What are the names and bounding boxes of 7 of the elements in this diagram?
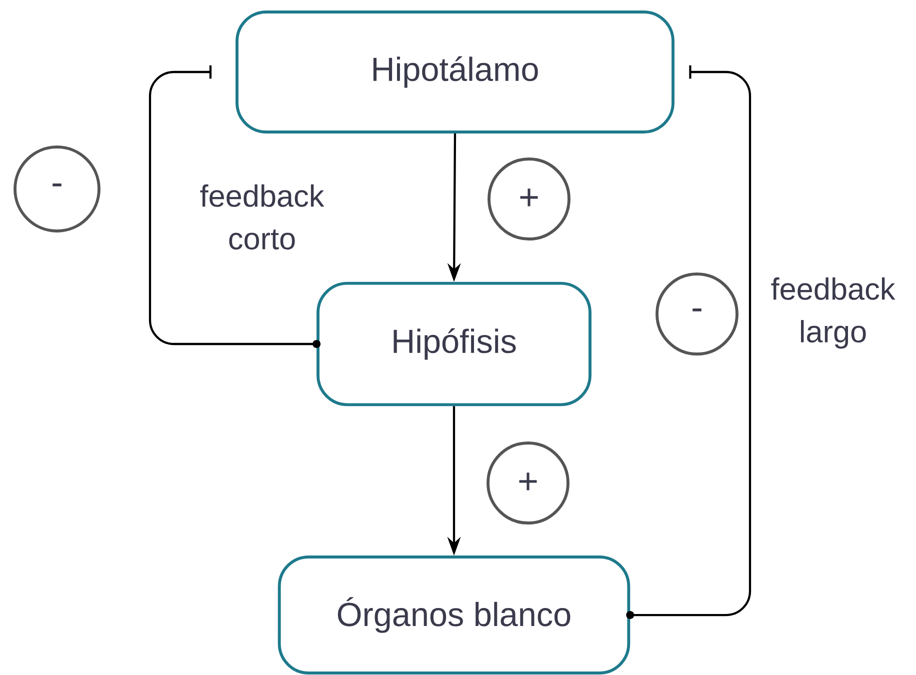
process-box: Órganos blanco [278, 556, 630, 674]
process-box: Hipotálamo [236, 10, 674, 134]
process-box: Hipófisis [316, 282, 592, 406]
feedback-connector [626, 65, 752, 619]
edge-label: feedback corto [200, 184, 324, 250]
edge-label: feedback largo [771, 277, 896, 349]
feedback-connector [148, 65, 321, 348]
